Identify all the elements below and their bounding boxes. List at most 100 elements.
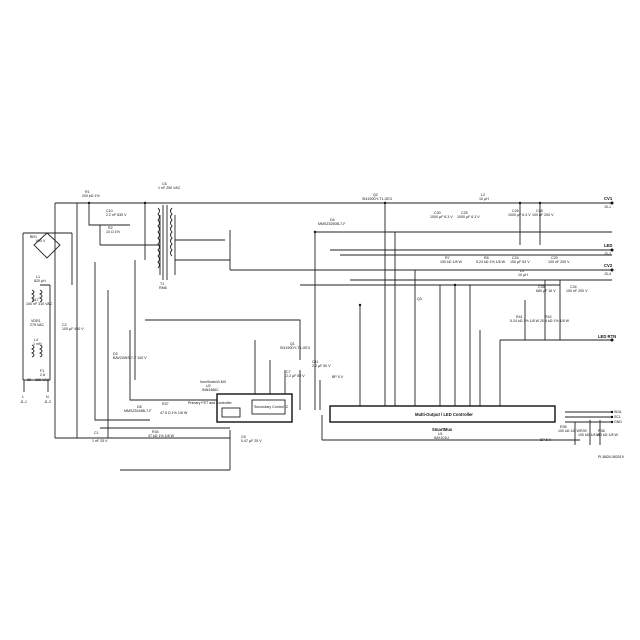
label: C35 [538,285,545,289]
multi-output-controller-u1 [329,405,556,423]
label: 47.5 Ω 1% 1/8 W [160,411,188,415]
label: 10 Ω 1% [106,230,121,234]
label: J1-2 [44,400,51,404]
label: IMX101U [434,436,449,440]
label: 10 µH [479,197,489,201]
label: 680 µF 16 V [536,289,556,293]
label: D8 [137,405,142,409]
label: J3-4 [604,272,611,276]
output-terminals [610,201,614,424]
label: R2 [108,226,113,230]
label: J1-1 [20,400,27,404]
label: L2 [481,193,485,197]
output-label-led-rtn: LED RTN [598,334,616,339]
junction-dots [87,201,542,307]
label: BP 5 V [332,375,344,379]
label: T1 [160,282,164,286]
label: C25 [461,211,468,215]
label: C24 [512,256,519,260]
label: 1000 µF 6.3 V [457,215,480,219]
label: C1 [94,431,99,435]
label: C8 [241,435,246,439]
label: C26 [512,209,519,213]
label: SmartMux [432,427,453,432]
label: C7 [286,370,291,374]
label: InnoSwitch3-MX [200,380,227,384]
label: VDR1 [31,319,41,323]
label: C6 [162,182,167,186]
label: L4 [34,338,38,342]
label: 100 kΩ 1/8 W [596,433,618,437]
label: 1 nF 25 V [92,439,108,443]
label: GND [614,420,622,424]
label: 1000 µF 6.3 V [430,215,453,219]
label: 100 kΩ 1/8 W [440,260,462,264]
label: C28 [536,209,543,213]
label: SDA [614,410,622,414]
label: 100 nF 310 VAC [26,302,53,306]
drawing-id: PI-8826-083019 [598,455,624,459]
label: 820 µH [34,279,46,283]
label: 100 µF 400 V [62,327,84,331]
label: 1 mH [33,342,42,346]
label: J3-1 [604,205,611,209]
label: INN3466C [202,388,219,392]
label: C17 [32,298,39,302]
output-label-cv2: CV2 [604,263,613,268]
label: Q2 [373,193,378,197]
label: R1 [85,190,90,194]
label: 20.4 kΩ 1% 1/8 W [540,319,570,323]
label: SI4190DY-T1-GE3 [280,346,310,350]
label: MMSZ5250B-7-F [318,222,346,226]
label: 200 kΩ 1% [82,194,100,198]
label: 100 nF 200 V [566,289,588,293]
label: C2 [62,323,67,327]
label: 1 nF 250 VAC [158,186,181,190]
label: R7 [445,256,450,260]
label: 100 nF 200 V [532,213,554,217]
label: Q1 [290,342,295,346]
label: F1 [40,369,44,373]
label: R35 [560,425,567,429]
label: D4 [330,218,335,222]
label: R41 [516,315,523,319]
common-mode-chokes [30,289,43,358]
label: R39 [580,429,587,433]
label: D3 [113,352,118,356]
label: 2.2 nF 630 V [106,213,127,217]
label: R34 [152,430,159,434]
label: RM8 [159,286,167,290]
label: L [22,395,24,399]
wires [22,202,612,471]
primary-fet-block [221,407,241,418]
label: BP 5 V [540,438,552,442]
label: SCL [614,415,621,419]
label: 5.24 kΩ 1% 1/8 W [510,319,540,323]
label: N [46,395,49,399]
label: MMSZ5248B-7-F [124,409,152,413]
controller-label: Multi-Output / LED Controller [415,412,473,417]
transformer-t1 [157,205,173,280]
secondary-control-block [251,399,286,415]
label: 10 µH [518,273,528,277]
label: 150 µF 63 V [510,260,530,264]
component-labels: BR1 600 V L1 820 µH C17 100 nF 310 VAC V… [20,182,624,459]
label: R38 [598,429,605,433]
label: 5.24 kΩ 1% 1/8 W [476,260,506,264]
label: Primary FET and Controller [188,401,232,405]
label: 85 – 265 VAC [27,378,50,382]
label: L3 [520,269,524,273]
label: C30 [434,211,441,215]
label: BAV20WS-7-F 100 V [113,356,147,360]
label: 100 nF 200 V [548,260,570,264]
label: U2 [206,384,211,388]
label: L1 [36,275,40,279]
label: C11 [312,360,318,364]
label: 0.47 µF 25 V [241,439,262,443]
label: 100 kΩ 1/8 W [578,433,600,437]
label: 1000 µF 6.3 V [508,213,531,217]
label: 100 kΩ 1/8 W [558,429,580,433]
label: R37 [162,402,169,406]
label: R42 [545,315,552,319]
